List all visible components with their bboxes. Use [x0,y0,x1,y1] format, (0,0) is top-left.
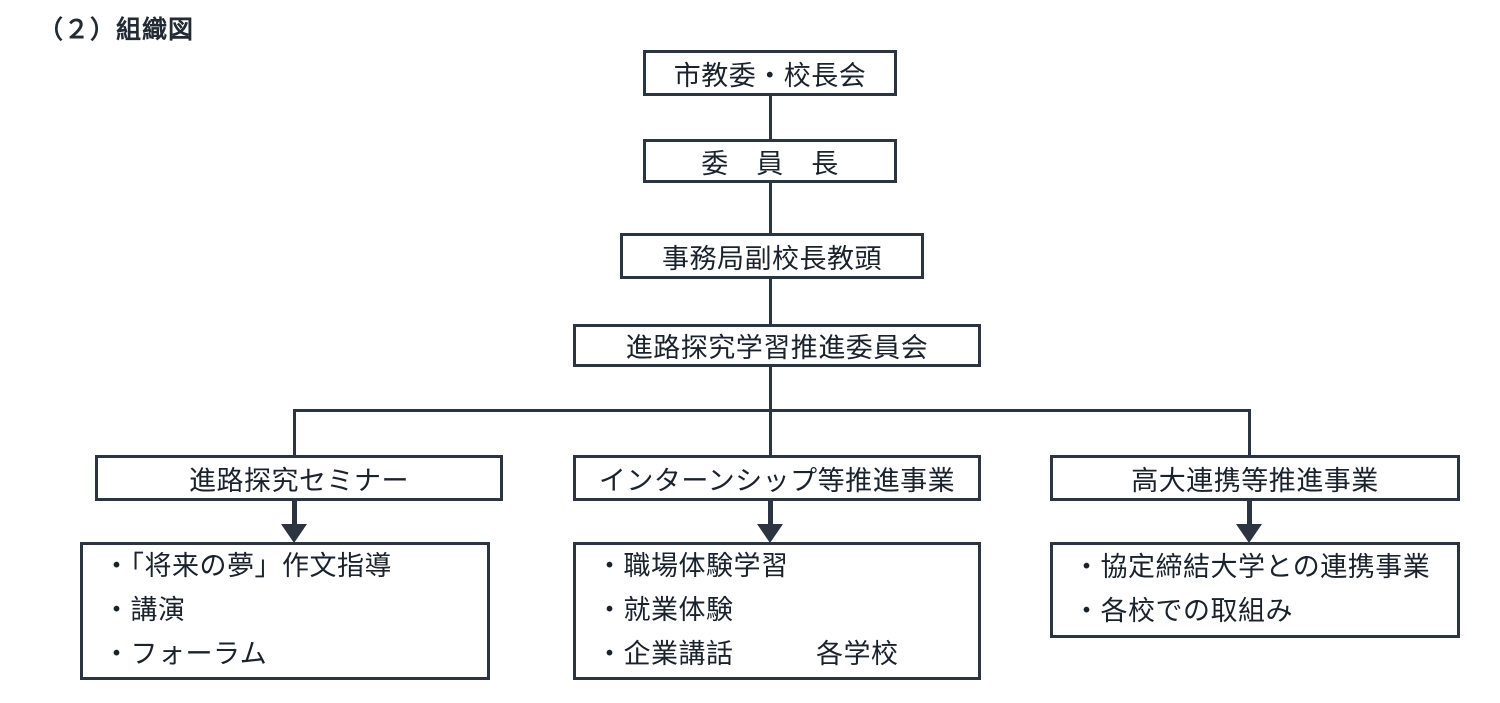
connector-secretariat-to-committee [769,279,772,324]
node-city-board-label: 市教委・校長会 [673,60,867,92]
list-item: ・「将来の夢」作文指導 [103,551,392,583]
list-item: ・講演 [103,595,186,627]
list-item: ・職場体験学習 [596,551,789,583]
panel-seminar-items: ・「将来の夢」作文指導 ・講演 ・フォーラム [80,542,490,680]
arrow-head-internship [757,524,783,543]
connector-bus-to-seminar [293,409,296,456]
node-seminar-label: 進路探究セミナー [189,465,409,497]
node-city-board: 市教委・校長会 [643,50,897,96]
node-secretariat: 事務局副校長教頭 [620,233,924,279]
node-seminar: 進路探究セミナー [95,455,503,501]
connector-bus-to-university [1248,409,1251,456]
arrow-stem-internship [768,501,773,527]
arrow-head-seminar [281,524,307,543]
connector-committee-to-bus [769,367,772,412]
connector-city-board-to-chairperson [769,96,772,139]
node-internship-label: インターンシップ等推進事業 [598,465,956,497]
connector-horizontal-bus [293,409,1251,412]
panel-university-items: ・協定締結大学との連携事業 ・各校での取組み [1050,542,1460,638]
node-chairperson: 委 員 長 [643,139,897,183]
arrow-stem-seminar [292,501,297,527]
arrow-stem-university [1247,501,1252,527]
node-chairperson-label: 委 員 長 [701,148,839,180]
node-secretariat-label: 事務局副校長教頭 [662,243,882,275]
arrow-head-university [1236,524,1262,543]
list-item: ・各校での取組み [1073,596,1293,627]
list-item: ・協定締結大学との連携事業 [1073,552,1431,584]
node-university: 高大連携等推進事業 [1050,455,1460,501]
list-item: ・就業体験 [596,595,734,627]
connector-chairperson-to-secretariat [769,183,772,233]
page-title: （２）組織図 [38,15,195,44]
node-internship: インターンシップ等推進事業 [573,455,981,501]
list-item: ・企業講話 各学校 [596,638,899,670]
node-university-label: 高大連携等推進事業 [1131,465,1379,497]
node-committee: 進路探究学習推進委員会 [573,324,981,367]
node-committee-label: 進路探究学習推進委員会 [625,333,929,364]
panel-internship-items: ・職場体験学習 ・就業体験 ・企業講話 各学校 [573,542,981,680]
list-item: ・フォーラム [103,638,268,670]
connector-bus-to-internship [769,409,772,456]
